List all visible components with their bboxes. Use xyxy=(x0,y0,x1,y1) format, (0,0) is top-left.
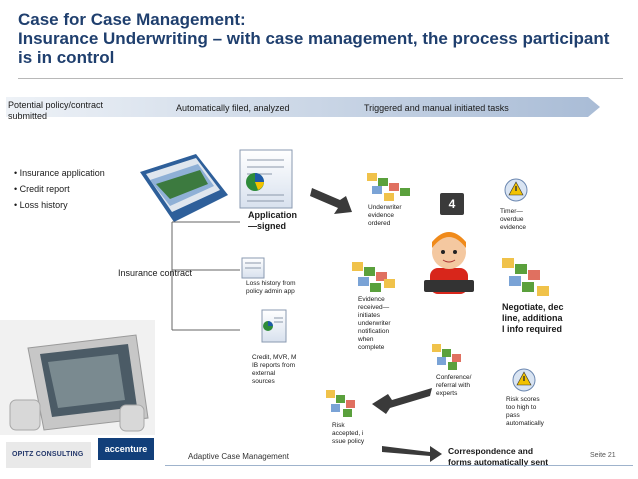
credit-document-icon xyxy=(261,309,287,343)
evidence-received-label: Evidence received— initiates underwriter… xyxy=(358,296,391,351)
correspondence-label: Correspondence and forms automatically s… xyxy=(448,446,549,467)
footer-divider xyxy=(165,465,633,466)
accenture-logo: accenture xyxy=(98,438,154,460)
application-document-icon xyxy=(239,149,293,209)
loss-history-document-icon xyxy=(241,257,265,279)
opitz-logo-text: OPITZ CONSULTING xyxy=(12,451,84,458)
negotiate-label: Negotiate, dec line, additiona l info re… xyxy=(502,302,564,334)
case-worker-person-icon xyxy=(424,232,474,294)
bullet-item-1: • Insurance application xyxy=(14,168,105,178)
risk-accepted-label: Risk accepted, i ssue policy xyxy=(332,422,365,445)
folder-icon xyxy=(140,154,228,222)
step-number-badge: 4 xyxy=(440,193,464,215)
task-icon-conference xyxy=(432,344,461,370)
arrow-to-risk-accepted xyxy=(372,388,432,414)
bullet-item-2: • Credit report xyxy=(14,184,70,194)
bullet-item-3: • Loss history xyxy=(14,200,68,210)
banner-right-label: Triggered and manual initiated tasks xyxy=(364,103,509,113)
task-icon-risk-accepted xyxy=(326,390,355,417)
application-label: Application —signed xyxy=(248,210,297,231)
risk-warning-icon xyxy=(512,368,536,392)
title-line-1: Case for Case Management: xyxy=(18,10,246,29)
page-number: Seite 21 xyxy=(590,452,616,459)
slide-title: Case for Case Management: Insurance Unde… xyxy=(18,10,633,67)
timer-label: Timer— overdue evidence xyxy=(500,208,527,231)
arrow-to-underwriter xyxy=(310,188,352,214)
conference-label: Conference/ referral with experts xyxy=(436,374,472,397)
title-divider xyxy=(18,78,623,79)
title-line-2: Insurance Underwriting – with case manag… xyxy=(18,29,610,48)
banner-mid-label: Automatically filed, analyzed xyxy=(176,103,290,113)
footer-text: Adaptive Case Management xyxy=(188,452,289,461)
arrow-to-correspondence xyxy=(382,446,442,462)
title-line-3: is in control xyxy=(18,48,115,67)
insurance-contract-label: Insurance contract xyxy=(118,268,193,278)
credit-reports-label: Credit, MVR, M IB reports from external … xyxy=(252,354,297,385)
process-banner-arrow xyxy=(6,97,600,117)
opitz-logo xyxy=(6,442,91,468)
task-icon-underwriter xyxy=(367,173,410,201)
bullet-list: • Insurance application • Credit report … xyxy=(14,165,134,213)
task-icon-negotiate xyxy=(502,258,549,296)
tablet-device-image xyxy=(0,320,155,435)
timer-warning-icon xyxy=(504,178,528,202)
loss-history-label: Loss history from policy admin app xyxy=(246,280,296,295)
task-icon-evidence xyxy=(352,262,395,292)
risk-scores-label: Risk scores too high to pass automatical… xyxy=(506,396,544,427)
banner-left-label: Potential policy/contract submitted xyxy=(8,100,104,121)
underwriter-evidence-label: Underwriter evidence ordered xyxy=(368,204,402,227)
